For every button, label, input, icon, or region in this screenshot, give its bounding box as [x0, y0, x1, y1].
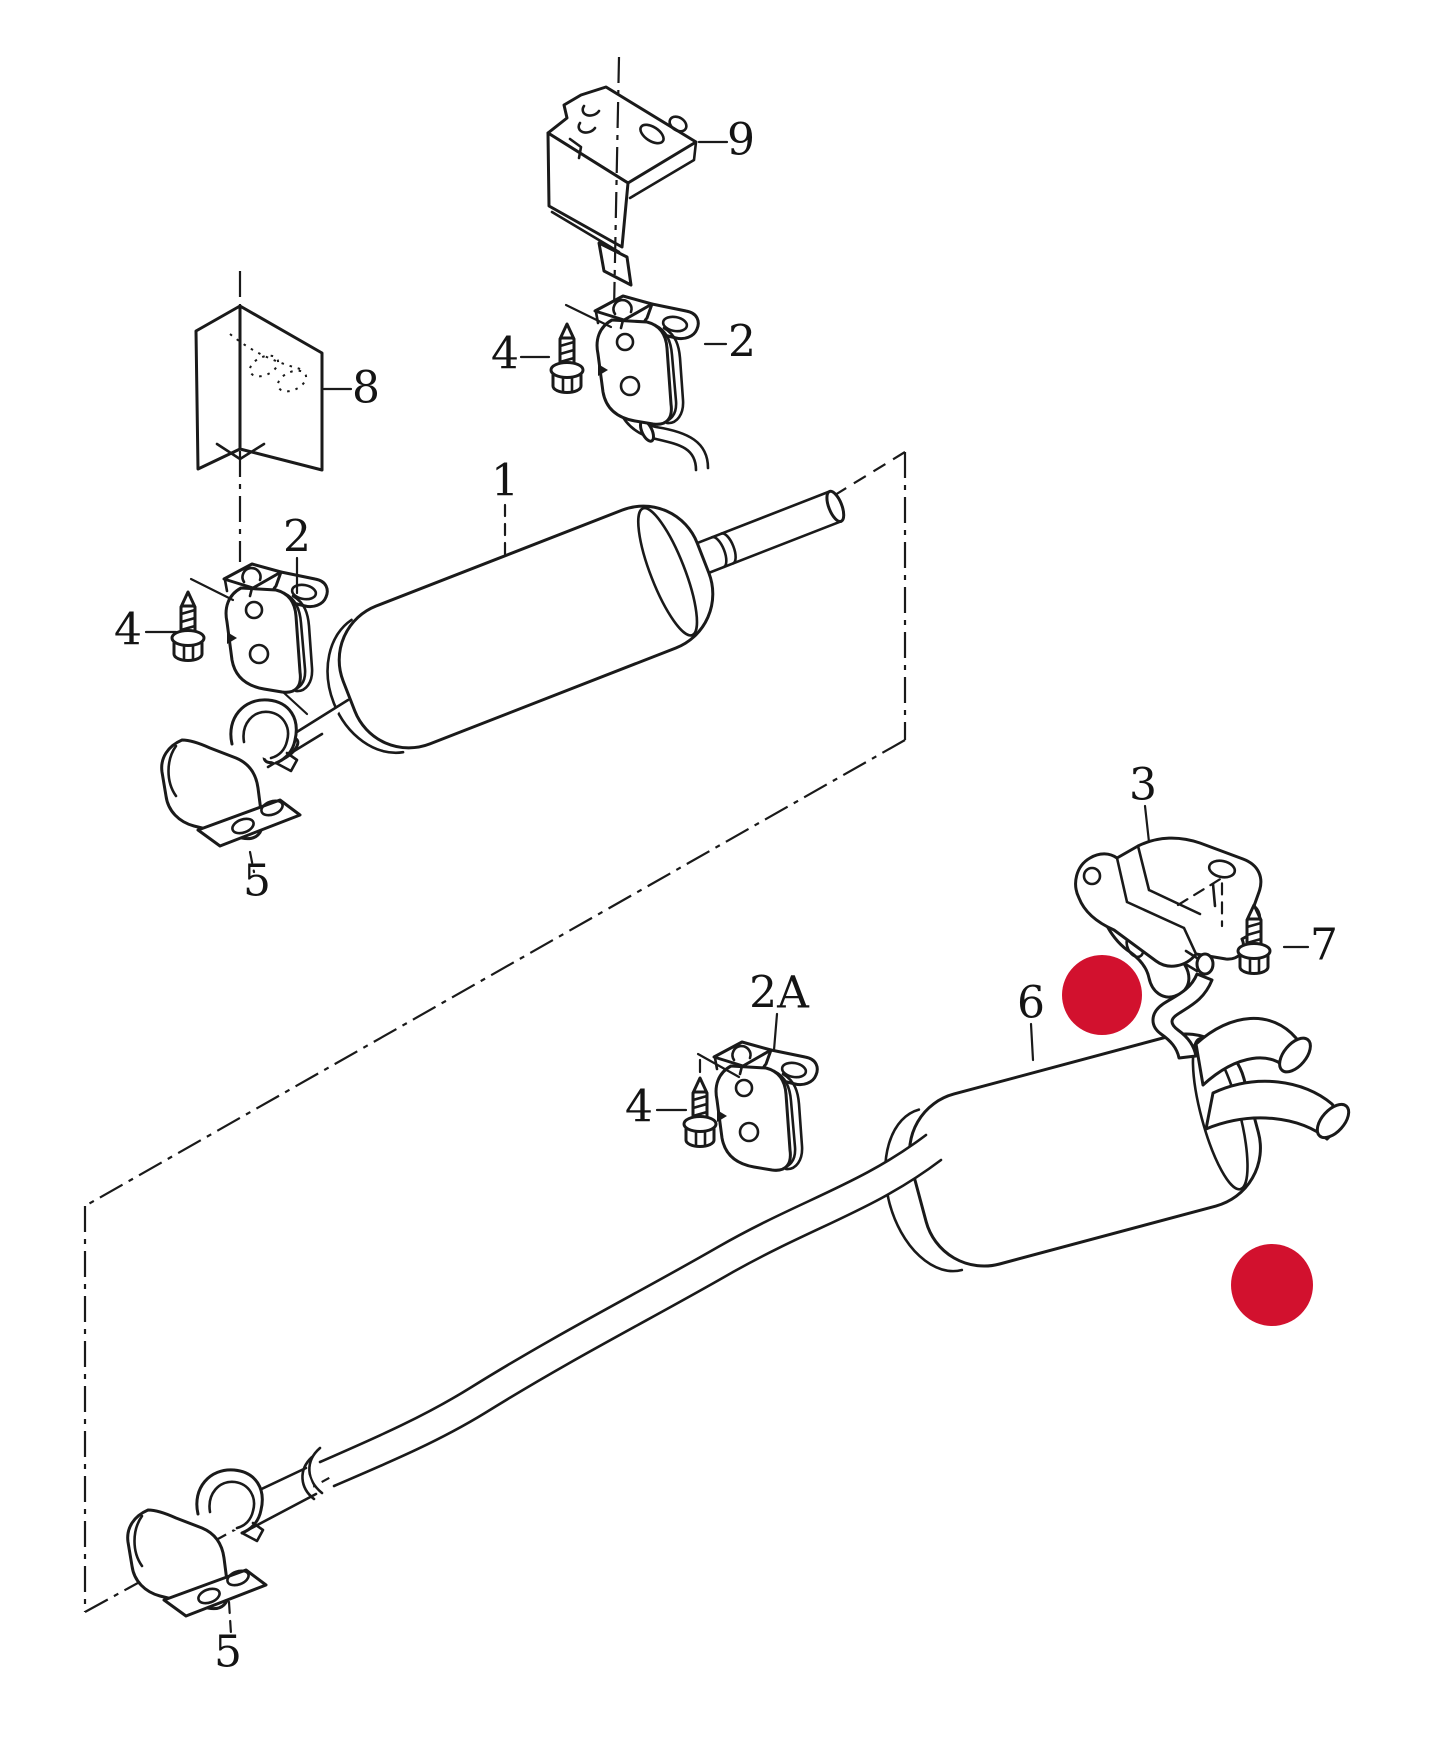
part-label-4-top: 4 [491, 329, 519, 380]
pipe-clamp-2A-drawing [712, 1040, 819, 1172]
part-number-labels: 9 8 2 4 1 2 4 5 3 7 2A 4 6 5 [114, 115, 1338, 1678]
screw-4-top-drawing [549, 322, 585, 394]
hanger-bracket-3-drawing [1074, 836, 1263, 999]
screw-7-drawing [1176, 876, 1272, 975]
part-label-4-bottom: 4 [625, 1082, 653, 1133]
leader-lines [144, 140, 1310, 1636]
part-label-9: 9 [727, 115, 755, 166]
heat-shield-bracket-8-drawing [194, 271, 324, 562]
part-label-8: 8 [352, 363, 380, 414]
part-label-5-lower: 5 [214, 1627, 242, 1678]
pipe-clamp-2-left-drawing [222, 562, 329, 716]
marker-1 [1062, 955, 1142, 1035]
part-label-2A: 2A [749, 968, 810, 1019]
pipe-clamp-2-top-drawing [593, 294, 700, 426]
part-label-7: 7 [1310, 920, 1338, 971]
front-silencer-1-drawing [262, 386, 846, 769]
part-label-2-top: 2 [728, 317, 756, 368]
mounting-bracket-9-drawing [546, 56, 698, 311]
screw-4-left-drawing [170, 590, 206, 662]
screw-4-bottom-drawing [682, 1076, 718, 1148]
part-label-6: 6 [1017, 978, 1045, 1029]
part-label-1: 1 [491, 456, 519, 507]
marker-2 [1231, 1244, 1313, 1326]
part-label-2-left: 2 [283, 512, 311, 563]
highlight-markers [1062, 955, 1313, 1326]
part-label-5-upper: 5 [243, 856, 271, 907]
clamp-block-5-upper-drawing [160, 698, 302, 848]
clamp-block-5-lower-drawing [126, 1468, 268, 1618]
part-label-3: 3 [1129, 760, 1157, 811]
part-label-4-left: 4 [114, 605, 142, 656]
construction-frame [83, 451, 931, 1613]
